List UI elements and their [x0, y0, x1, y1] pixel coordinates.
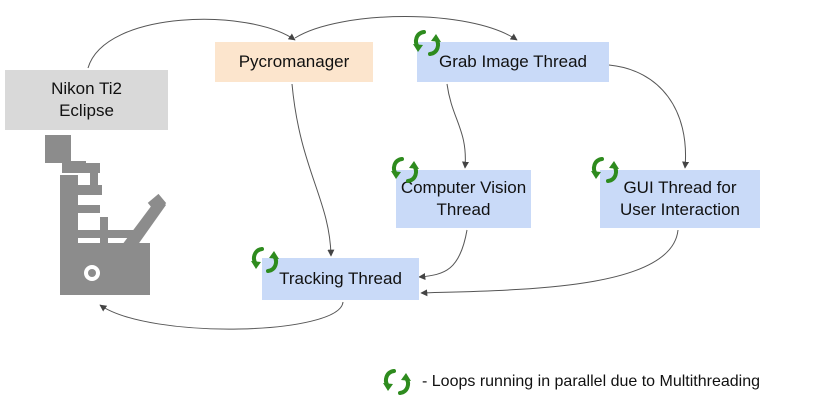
- edge-grab-to-cv: [446, 83, 469, 169]
- loop-arrows-icon: [383, 369, 411, 395]
- node-nikon-ti2: Nikon Ti2 Eclipse: [5, 70, 168, 130]
- edge-pycromanager-to-tracking: [291, 83, 335, 257]
- edge-nikon-to-pycromanager: [87, 18, 296, 69]
- node-cv-line2: Thread: [436, 200, 491, 219]
- node-grab-image-thread: Grab Image Thread: [417, 42, 609, 82]
- node-gui-thread: GUI Thread for User Interaction: [600, 170, 760, 228]
- edge-cv-to-tracking: [418, 229, 468, 281]
- edge-grab-to-gui: [608, 64, 690, 169]
- edge-gui-to-tracking: [420, 229, 679, 297]
- node-gui-line1: GUI Thread for: [623, 178, 737, 197]
- node-grab-image-label: Grab Image Thread: [438, 52, 588, 71]
- node-tracking-thread: Tracking Thread: [262, 258, 419, 300]
- node-computer-vision-thread: Computer Vision Thread: [396, 170, 531, 228]
- legend-text: - Loops running in parallel due to Multi…: [422, 373, 760, 390]
- node-nikon-line2: Eclipse: [59, 101, 114, 120]
- loop-arrows-icon: [391, 157, 419, 183]
- loop-arrows-icon: [413, 30, 441, 56]
- edge-pycromanager-to-grab: [294, 16, 518, 41]
- node-pycromanager-label: Pycromanager: [238, 52, 350, 71]
- node-tracking-label: Tracking Thread: [279, 269, 402, 288]
- node-gui-line2: User Interaction: [620, 200, 740, 219]
- loop-arrows-icon: [591, 157, 619, 183]
- node-pycromanager: Pycromanager: [215, 42, 373, 82]
- loop-arrows-icon: [251, 247, 279, 273]
- legend: - Loops running in parallel due to Multi…: [380, 367, 760, 397]
- microscope-icon: [45, 135, 167, 295]
- edge-tracking-to-nikon: [99, 301, 344, 330]
- node-cv-line1: Computer Vision: [400, 178, 527, 197]
- node-nikon-line1: Nikon Ti2: [51, 79, 122, 98]
